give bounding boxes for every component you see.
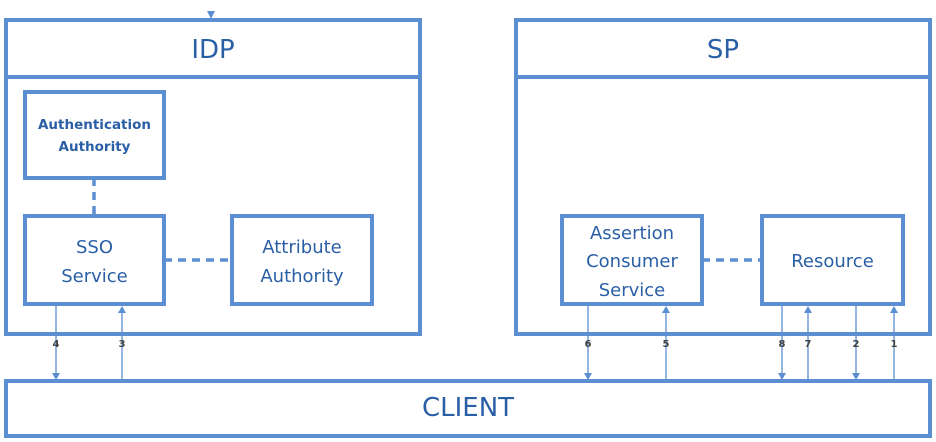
arrow-5-label: 5 xyxy=(663,339,670,350)
arrow-4-label: 4 xyxy=(53,339,60,350)
arrow-2: 2 xyxy=(852,306,860,380)
sso-service-line1: SSO xyxy=(76,237,113,258)
attribute-authority-box: Attribute Authority xyxy=(230,214,374,306)
arrow-6: 6 xyxy=(584,306,592,380)
arrow-4: 4 xyxy=(52,306,60,380)
acs-line3: Service xyxy=(599,280,666,301)
attribute-authority-line1: Attribute xyxy=(262,237,341,258)
resource-box: Resource xyxy=(760,214,905,306)
arrow-8-label: 8 xyxy=(779,339,786,350)
incoming-arrowhead xyxy=(207,11,215,19)
sso-service-rect xyxy=(23,214,166,306)
resource-rect xyxy=(760,214,905,306)
authentication-authority-line1: Authentication xyxy=(38,117,151,133)
sp-panel: SP xyxy=(514,18,932,336)
arrow-6-label: 6 xyxy=(585,339,592,350)
idp-title: IDP xyxy=(191,35,234,65)
sp-header xyxy=(514,18,932,79)
assertion-consumer-service-rect xyxy=(560,214,704,306)
arrow-8: 8 xyxy=(778,306,786,380)
arrow-3-label: 3 xyxy=(119,339,126,350)
arrow-3: 3 xyxy=(118,306,126,379)
authentication-authority-rect xyxy=(23,90,166,180)
client-bar: CLIENT xyxy=(4,379,932,438)
client-title: CLIENT xyxy=(422,393,514,423)
assertion-consumer-service-box: Assertion Consumer Service xyxy=(560,214,704,306)
sso-service-box: SSO Service xyxy=(23,214,166,306)
arrow-7: 7 xyxy=(804,306,812,379)
acs-line1: Assertion xyxy=(590,223,674,244)
arrow-2-label: 2 xyxy=(853,339,860,350)
arrow-5: 5 xyxy=(662,306,670,379)
resource-label: Resource xyxy=(791,251,874,272)
arrow-1: 1 xyxy=(890,306,898,379)
sp-title: SP xyxy=(707,35,739,65)
sso-service-line2: Service xyxy=(61,266,128,287)
authentication-authority-line2: Authority xyxy=(59,139,131,155)
acs-line2: Consumer xyxy=(586,251,678,272)
attribute-authority-rect xyxy=(230,214,374,306)
attribute-authority-line2: Authority xyxy=(260,266,344,287)
arrow-7-label: 7 xyxy=(805,339,812,350)
client-rect xyxy=(4,379,932,438)
authentication-authority-box: Authentication Authority xyxy=(23,90,166,180)
idp-header xyxy=(4,18,422,79)
arrow-1-label: 1 xyxy=(891,339,898,350)
